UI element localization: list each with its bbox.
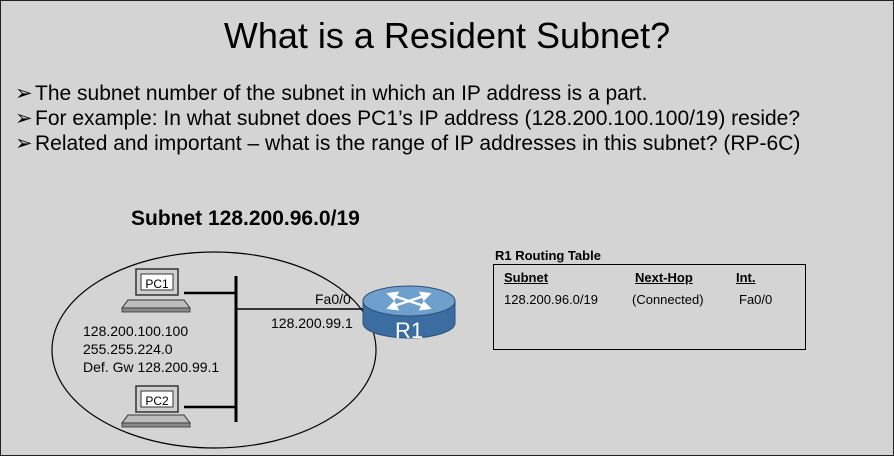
arrow-bullet-icon: ➢ xyxy=(15,132,33,155)
pc1-subnet-mask: 255.255.224.0 xyxy=(83,341,173,357)
pc1-ip-address: 128.200.100.100 xyxy=(83,323,189,339)
router-ip-address: 128.200.99.1 xyxy=(271,315,353,331)
bullet-text: The subnet number of the subnet in which… xyxy=(35,82,648,105)
pc1-default-gateway: Def. Gw 128.200.99.1 xyxy=(83,359,220,375)
pc2-computer-icon xyxy=(121,385,191,428)
bullet-text: For example: In what subnet does PC1’s I… xyxy=(35,107,801,130)
pc2-label: PC2 xyxy=(145,394,169,408)
router-label: R1 xyxy=(395,318,424,343)
table-cell: Fa0/0 xyxy=(739,292,773,307)
column-header: Next-Hop xyxy=(635,270,693,285)
bullet-item: ➢Related and important – what is the ran… xyxy=(15,131,800,156)
arrow-bullet-icon: ➢ xyxy=(15,107,33,130)
bullet-item: ➢For example: In what subnet does PC1’s … xyxy=(15,106,800,131)
routing-table-title: R1 Routing Table xyxy=(495,248,601,263)
column-header: Subnet xyxy=(504,270,549,285)
bullet-list: ➢The subnet number of the subnet in whic… xyxy=(15,81,800,156)
pc1-label: PC1 xyxy=(145,277,169,291)
table-cell: 128.200.96.0/19 xyxy=(504,292,598,307)
bullet-text: Related and important – what is the rang… xyxy=(35,132,801,155)
routing-table: Subnet Next-Hop Int. 128.200.96.0/19 (Co… xyxy=(493,264,806,350)
arrow-bullet-icon: ➢ xyxy=(15,82,33,105)
router-interface-label: Fa0/0 xyxy=(315,291,351,307)
slide-title: What is a Resident Subnet? xyxy=(223,15,671,56)
subnet-label: Subnet 128.200.96.0/19 xyxy=(131,207,360,230)
pc1-computer-icon xyxy=(121,268,191,313)
bullet-item: ➢The subnet number of the subnet in whic… xyxy=(15,81,800,106)
column-header: Int. xyxy=(736,270,756,285)
router-icon xyxy=(362,285,456,339)
subnet-ellipse xyxy=(51,251,377,449)
table-cell: (Connected) xyxy=(632,292,704,307)
